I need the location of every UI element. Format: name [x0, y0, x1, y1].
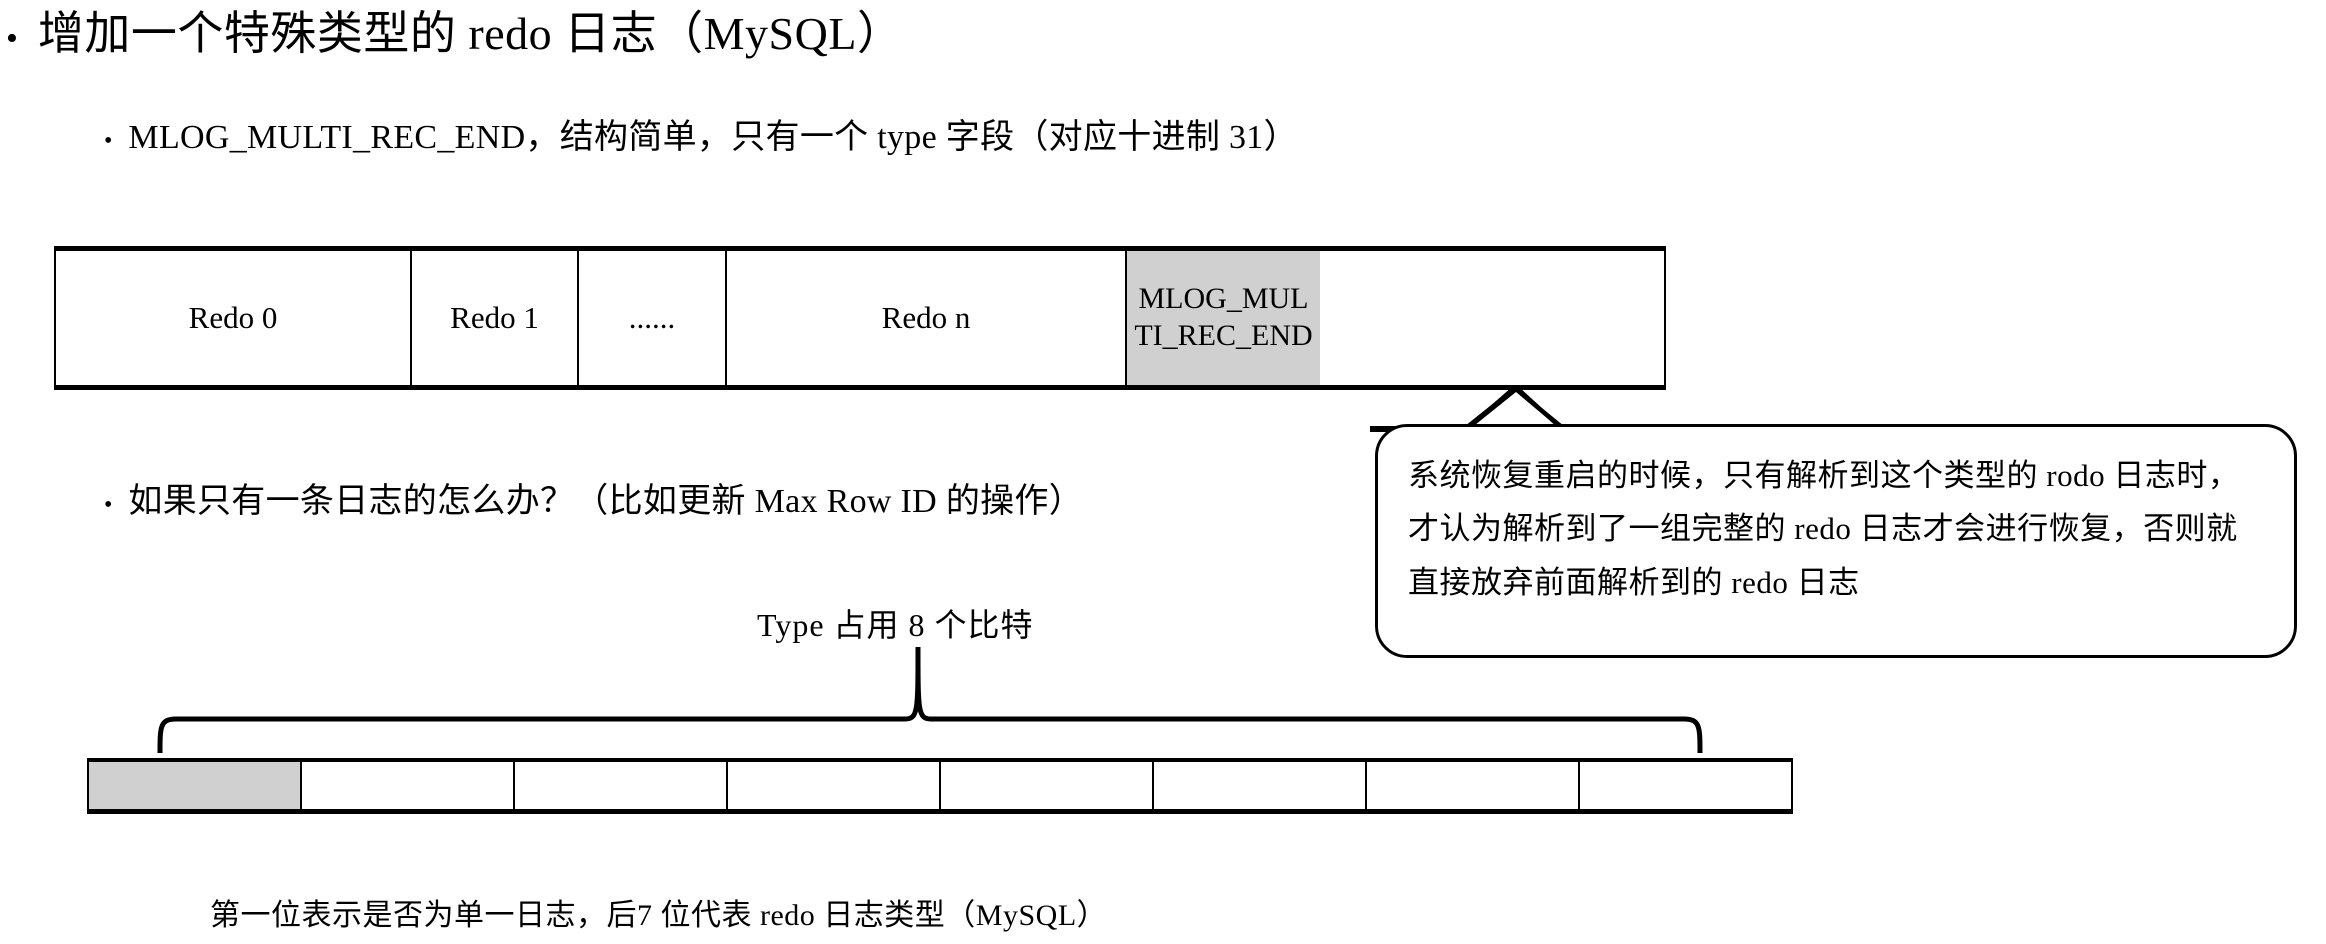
callout-text: 系统恢复重启的时候，只有解析到这个类型的 rodo 日志时，才认为解析到了一组完… — [1408, 458, 2240, 600]
bit-cell-3 — [728, 762, 941, 809]
title-bullet: • 增加一个特殊类型的 redo 日志（MySQL） — [6, 8, 903, 61]
sub-bullet-mlog-multi-rec-end: • MLOG_MULTI_REC_END，结构简单，只有一个 type 字段（对… — [104, 118, 1298, 157]
table-cell-redo-n: Redo n — [727, 251, 1127, 385]
sub-bullet-label: MLOG_MULTI_REC_END，结构简单，只有一个 type 字段（对应十… — [128, 119, 1298, 156]
table-cell-label: ...... — [628, 300, 676, 335]
bit-cell-1 — [302, 762, 515, 809]
type-brace-label: Type 占用 8 个比特 — [757, 607, 1034, 643]
table-cell-label: Redo 0 — [188, 300, 278, 335]
bit-cell-2 — [515, 762, 728, 809]
table-cell-label: MLOG_MULTI_REC_END — [1134, 282, 1313, 352]
table-cell-ellipsis: ...... — [579, 251, 727, 385]
bullet-dot-icon: • — [104, 492, 113, 518]
table-cell-redo-0: Redo 0 — [56, 251, 412, 385]
table-cell-label: Redo 1 — [450, 300, 539, 335]
bit-field-caption: 第一位表示是否为单一日志，后7 位代表 redo 日志类型（MySQL） — [210, 899, 1108, 932]
redo-log-group-diagram: Redo 0 Redo 1 ...... Redo n MLOG_MULTI_R… — [54, 246, 1666, 390]
table-cell-redo-1: Redo 1 — [412, 251, 579, 385]
bit-cell-0 — [89, 762, 302, 809]
bullet-dot-icon: • — [6, 20, 18, 57]
bit-range-brace-icon — [157, 646, 1703, 754]
bit-cell-6 — [1367, 762, 1580, 809]
sub-bullet-label: 如果只有一条日志的怎么办？（比如更新 Max Row ID 的操作） — [128, 483, 1084, 520]
table-cell-mlog-multi-rec-end: MLOG_MULTI_REC_END — [1127, 251, 1320, 385]
bit-cell-4 — [941, 762, 1154, 809]
sub-bullet-single-log-question: • 如果只有一条日志的怎么办？（比如更新 Max Row ID 的操作） — [104, 482, 1083, 521]
callout-bubble: 系统恢复重启的时候，只有解析到这个类型的 rodo 日志时，才认为解析到了一组完… — [1375, 424, 2297, 658]
bit-cell-5 — [1154, 762, 1367, 809]
bullet-dot-icon: • — [104, 128, 113, 154]
page-title: 增加一个特殊类型的 redo 日志（MySQL） — [37, 8, 904, 59]
table-cell-label: Redo n — [881, 300, 971, 335]
bit-field-row — [87, 758, 1793, 814]
bit-cell-7 — [1580, 762, 1791, 809]
